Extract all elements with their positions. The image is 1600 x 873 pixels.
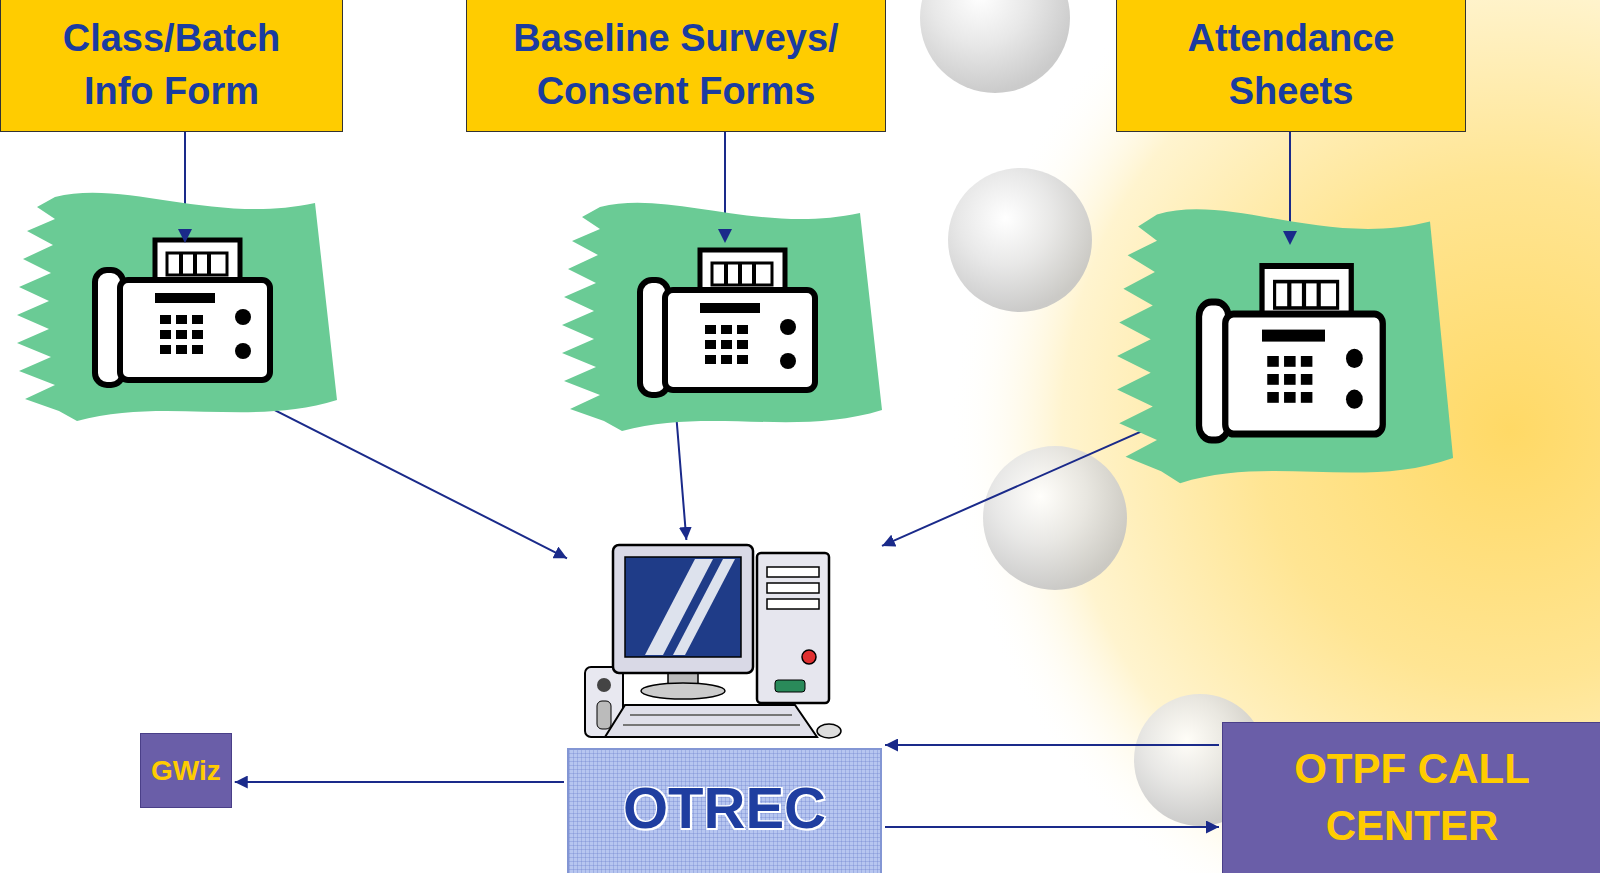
monitor-base [641,683,725,699]
keyboard [605,705,817,737]
tower [757,553,829,703]
arrowhead [178,229,192,243]
drive-bay [767,583,819,593]
flow-arrow [885,744,1219,746]
box-title: Baseline Surveys/ Consent Forms [496,12,856,118]
hub-system: OTREC [567,540,882,873]
computer-icon [585,545,841,738]
source-box: Class/Batch Info Form [0,0,343,132]
monitor-screen [625,557,741,657]
arrowhead [1283,231,1297,245]
hub-title: OTREC [623,776,826,840]
drive-bay [767,599,819,609]
sphere [948,168,1092,312]
text-group: Attendance Sheets [1151,12,1431,118]
mouse [817,724,841,738]
sun-glow [950,0,1600,873]
drive-slot [775,680,805,692]
text-group: OTREC [623,776,826,840]
drive-bay [767,567,819,577]
speaker-grille [597,701,611,729]
power-button [802,650,816,664]
source-box: Baseline Surveys/ Consent Forms [466,0,886,132]
flow-arrow [235,781,564,783]
box-title: GWiz [151,754,221,788]
fax-icon [562,203,882,431]
box-title: OTPF CALL CENTER [1262,741,1562,854]
text-group: OTPF CALL CENTER [1262,741,1562,854]
text-group: GWiz [151,754,221,788]
system-box: GWiz [140,733,232,808]
source-box: Attendance Sheets [1116,0,1466,132]
text-group: Class/Batch Info Form [47,12,297,118]
flow-arrow [885,826,1219,828]
system-box: OTPF CALL CENTER [1222,722,1600,873]
sphere [920,0,1070,93]
box-title: Attendance Sheets [1151,12,1431,118]
fax-icon [17,193,337,421]
monitor [613,545,753,673]
fax-icon [1117,209,1453,483]
speaker-cone [597,678,611,692]
box-title: Class/Batch Info Form [47,12,297,118]
label-panel: OTREC [567,748,882,873]
sphere [983,446,1127,590]
screen-glare [673,559,735,655]
arrowhead [718,229,732,243]
keyboard-keys [623,715,800,725]
text-group: Baseline Surveys/ Consent Forms [496,12,856,118]
